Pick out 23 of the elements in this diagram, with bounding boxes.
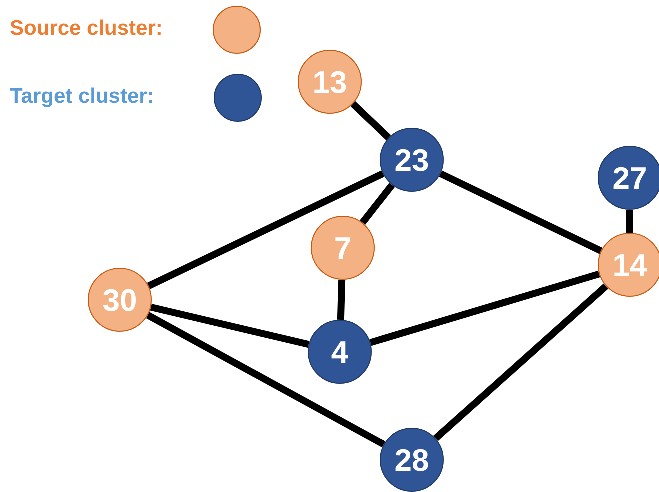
cluster-node-circle [380, 428, 444, 492]
node-label: 13 [312, 66, 348, 98]
connector-line [439, 170, 603, 254]
node-label: 7 [334, 232, 352, 264]
connector-line [337, 280, 346, 320]
node-label: 30 [102, 284, 138, 316]
connector-line [360, 183, 396, 225]
node-label: 4 [331, 336, 349, 368]
node-label: 28 [394, 444, 430, 476]
node-label: 23 [394, 144, 430, 176]
cluster-node-circle [598, 233, 659, 297]
connector-line [150, 304, 310, 348]
connector-line [146, 312, 386, 448]
legend-label: Source cluster: [10, 17, 163, 41]
cluster-node-circle [380, 128, 444, 192]
connector-line [626, 210, 634, 233]
node-label: 14 [612, 250, 648, 280]
connector-line [370, 270, 600, 346]
connector-line [350, 102, 392, 140]
connector-line [147, 170, 385, 290]
connector-line [434, 284, 608, 442]
node-label: 27 [612, 162, 648, 194]
legend-label: Target cluster: [10, 85, 154, 109]
